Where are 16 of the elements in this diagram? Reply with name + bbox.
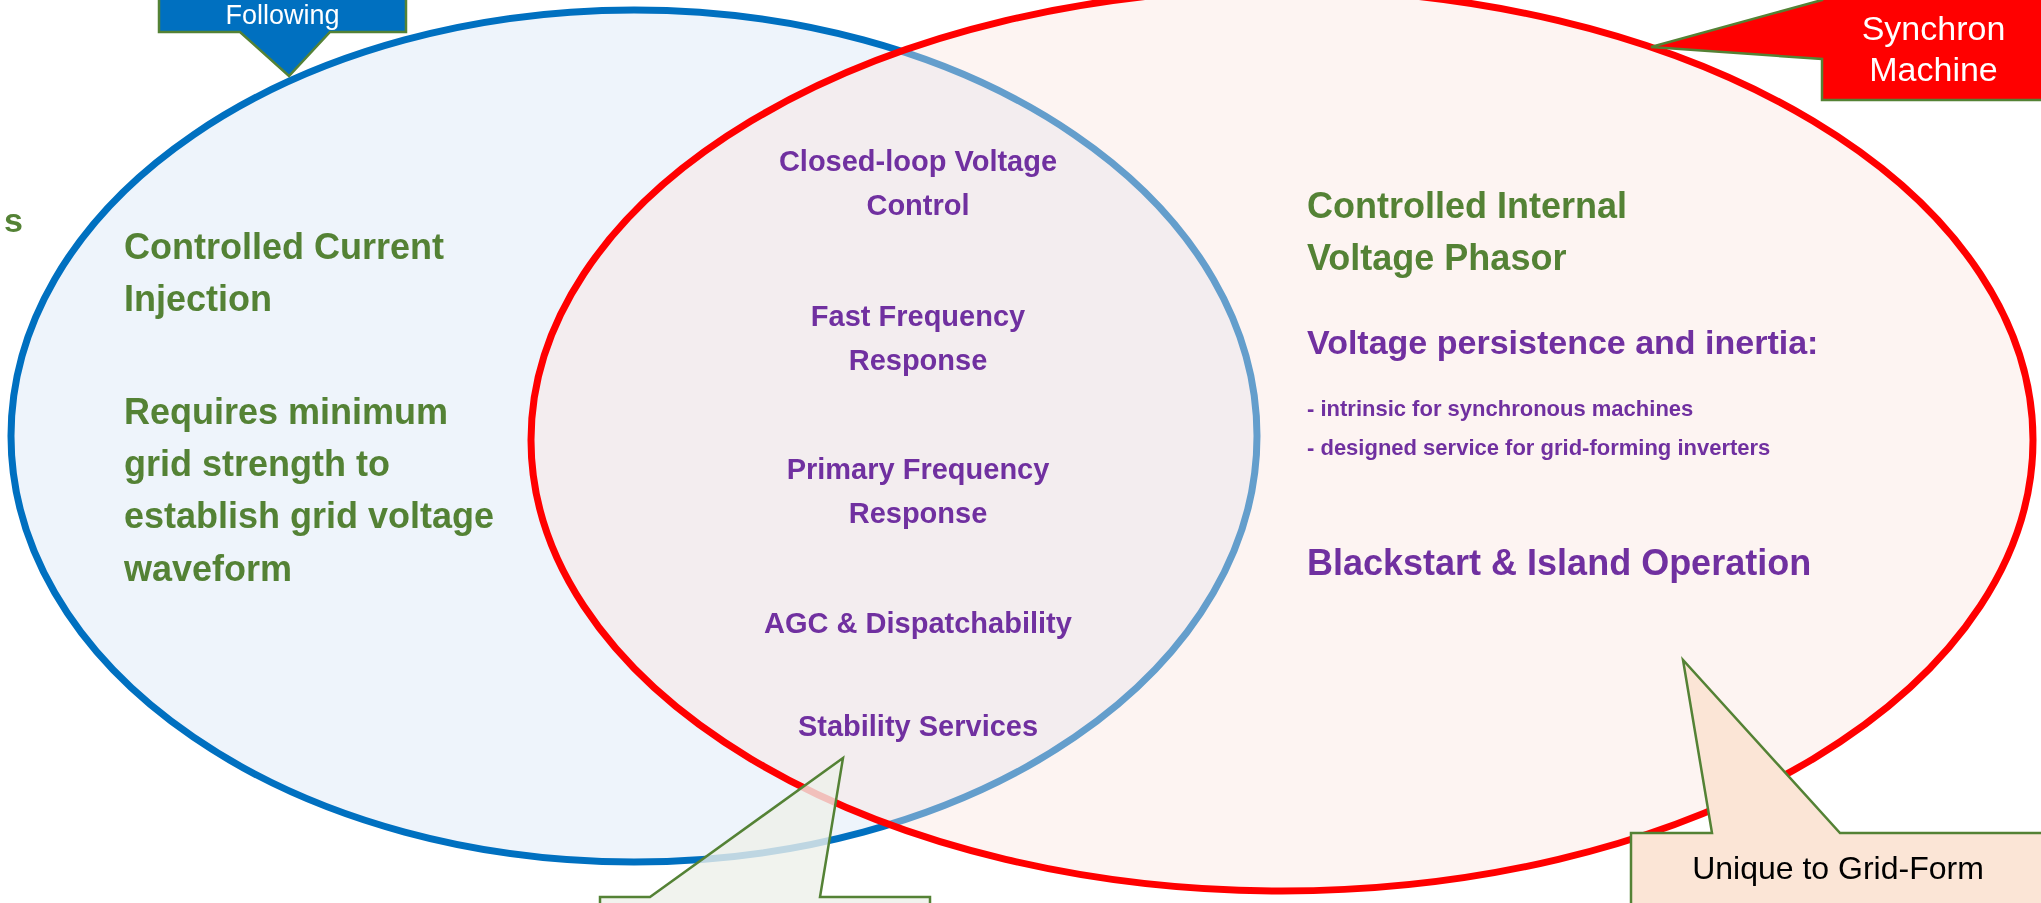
feature-text: Controlled Current Injection xyxy=(124,225,445,322)
feature-text: Primary Frequency Response xyxy=(785,452,1051,531)
feature-text: Closed-loop Voltage Control xyxy=(777,144,1059,223)
feature-text: Blackstart & Island Operation xyxy=(1307,541,1813,585)
feature-text: Controlled Internal Voltage Phasor xyxy=(1307,184,1628,281)
callout-text: Unique to Grid-Form xyxy=(1692,848,1984,888)
text-fragment: s xyxy=(4,200,23,241)
feature-text: Voltage persistence and inertia: xyxy=(1307,322,1820,363)
feature-text: Fast Frequency Response xyxy=(809,299,1027,378)
feature-text: AGC & Dispatchability xyxy=(763,606,1073,641)
callout-text: Synchron Machine xyxy=(1860,8,2007,90)
feature-text: - intrinsic for synchronous machines xyxy=(1307,395,1695,423)
feature-text: Stability Services xyxy=(796,709,1040,744)
feature-text: Requires minimum grid strength to establish grid voltage waveform xyxy=(124,390,496,591)
feature-text: - designed service for grid-forming inverters xyxy=(1307,434,1772,462)
callout-text: Following xyxy=(225,0,340,32)
